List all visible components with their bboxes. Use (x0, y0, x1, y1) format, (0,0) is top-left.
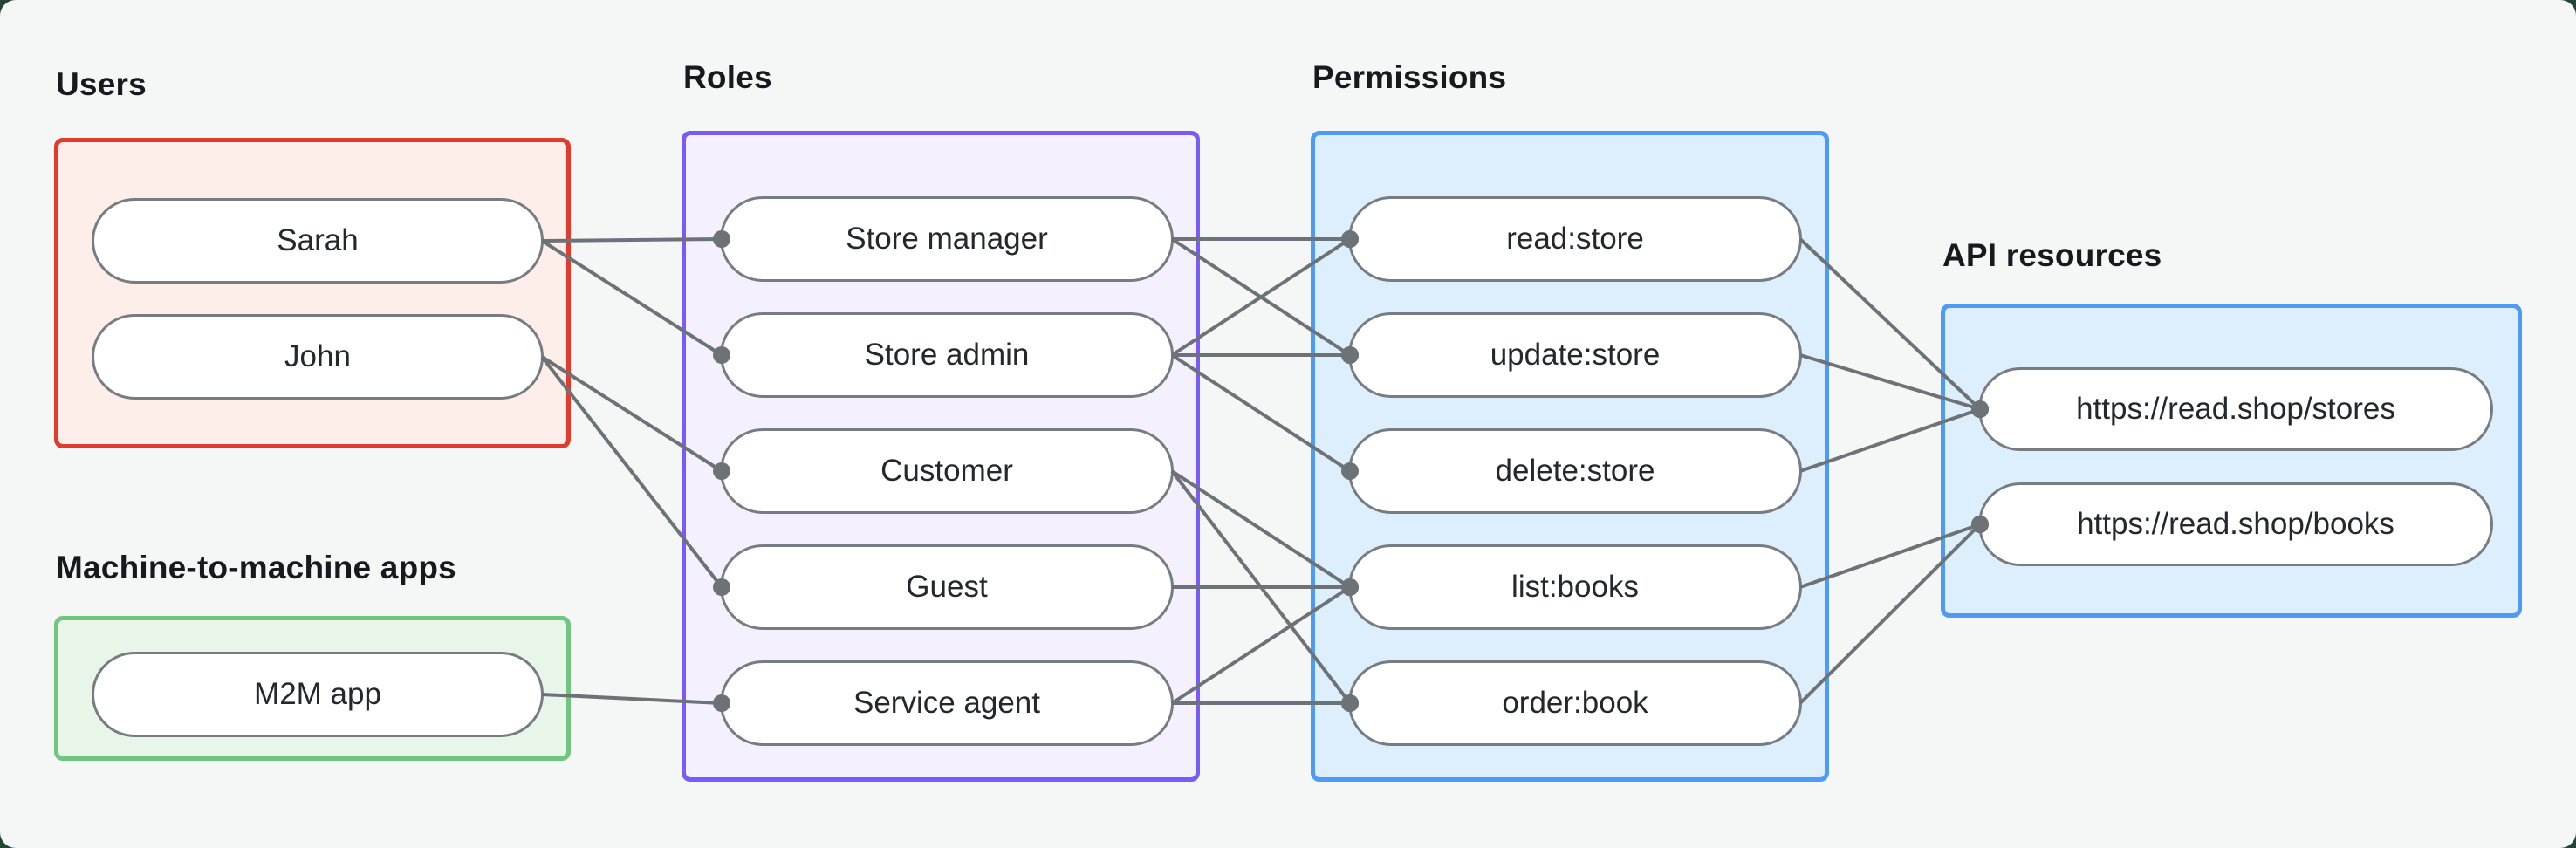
node-delete-store: delete:store (1348, 428, 1802, 514)
node-guest: Guest (720, 544, 1174, 630)
node-john: John (92, 314, 544, 400)
m2m-group-box: M2M app (54, 616, 571, 761)
permissions-group-label: Permissions (1312, 59, 1507, 95)
m2m-group-label: Machine-to-machine apps (56, 550, 456, 585)
node-stores-resource: https://read.shop/stores (1978, 367, 2493, 451)
node-store-admin: Store admin (720, 312, 1174, 398)
roles-group-box: Store manager Store admin Customer Guest… (682, 131, 1200, 782)
api-resources-group-label: API resources (1942, 237, 2162, 273)
node-update-store: update:store (1348, 312, 1802, 398)
users-group-label: Users (56, 66, 147, 102)
node-list-books: list:books (1348, 544, 1802, 630)
users-group-box: Sarah John (54, 138, 571, 448)
node-m2m-app: M2M app (92, 652, 544, 737)
node-service-agent: Service agent (720, 660, 1174, 746)
roles-group-label: Roles (683, 59, 772, 95)
node-books-resource: https://read.shop/books (1978, 482, 2493, 566)
api-resources-group-box: https://read.shop/stores https://read.sh… (1941, 304, 2522, 618)
node-read-store: read:store (1348, 196, 1802, 282)
node-customer: Customer (720, 428, 1174, 514)
node-store-manager: Store manager (720, 196, 1174, 282)
node-sarah: Sarah (92, 198, 544, 284)
permissions-group-box: read:store update:store delete:store lis… (1311, 131, 1829, 782)
node-order-book: order:book (1348, 660, 1802, 746)
